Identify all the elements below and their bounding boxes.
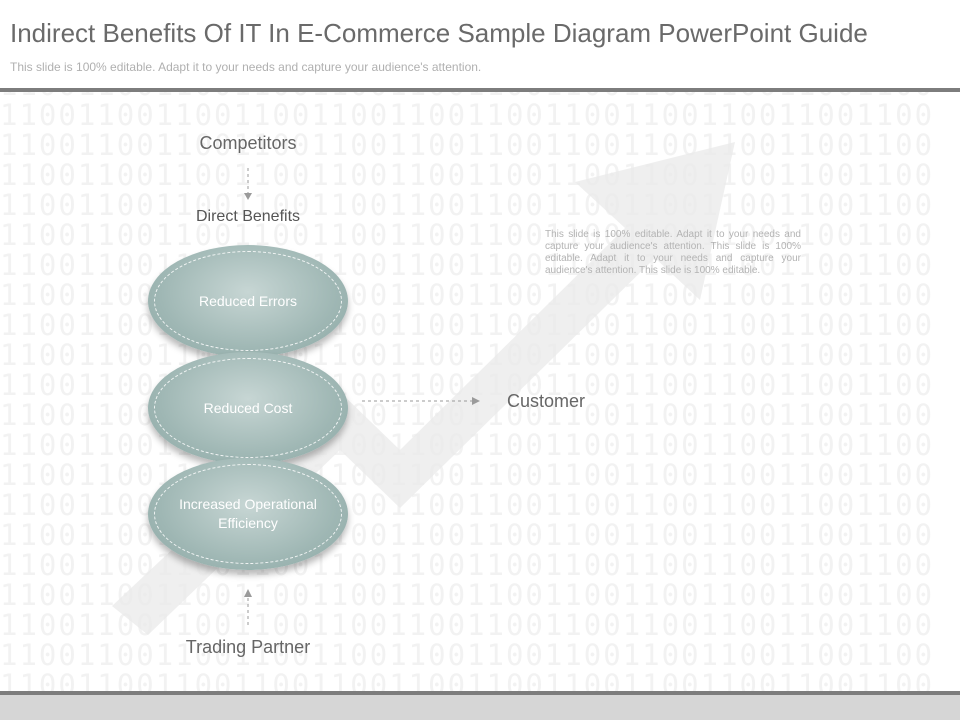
benefit-label: Increased Operational Efficiency [179,496,317,531]
slide-title: Indirect Benefits Of IT In E-Commerce Sa… [10,18,868,48]
benefit-ellipse-reduced-cost: Reduced Cost [148,352,348,464]
trading-partner-label: Trading Partner [185,637,311,657]
customer-label: Customer [506,391,586,411]
header-divider [0,88,960,92]
benefit-label: Reduced Cost [203,399,293,416]
slide-subtitle: This slide is 100% editable. Adapt it to… [10,60,482,74]
slide-header: Indirect Benefits Of IT In E-Commerce Sa… [0,0,960,90]
direct-benefits-label: Direct Benefits [195,208,301,225]
description-text: This slide is 100% editable. Adapt it to… [545,229,801,276]
binary-background-pattern: 1100110011001100110011001100110011001100… [0,40,935,695]
customer-arrow-head [472,397,480,405]
benefit-ellipse-reduced-errors: Reduced Errors [148,245,348,357]
trading-partner-arrow-head [244,589,252,597]
competitors-label: Competitors [199,133,297,153]
footer-band [0,695,960,720]
benefit-ellipse-operational-efficiency: Increased Operational Efficiency [148,458,348,570]
footer-divider [0,691,960,695]
competitors-arrow-head [244,193,252,200]
benefit-label: Reduced Errors [198,292,298,309]
